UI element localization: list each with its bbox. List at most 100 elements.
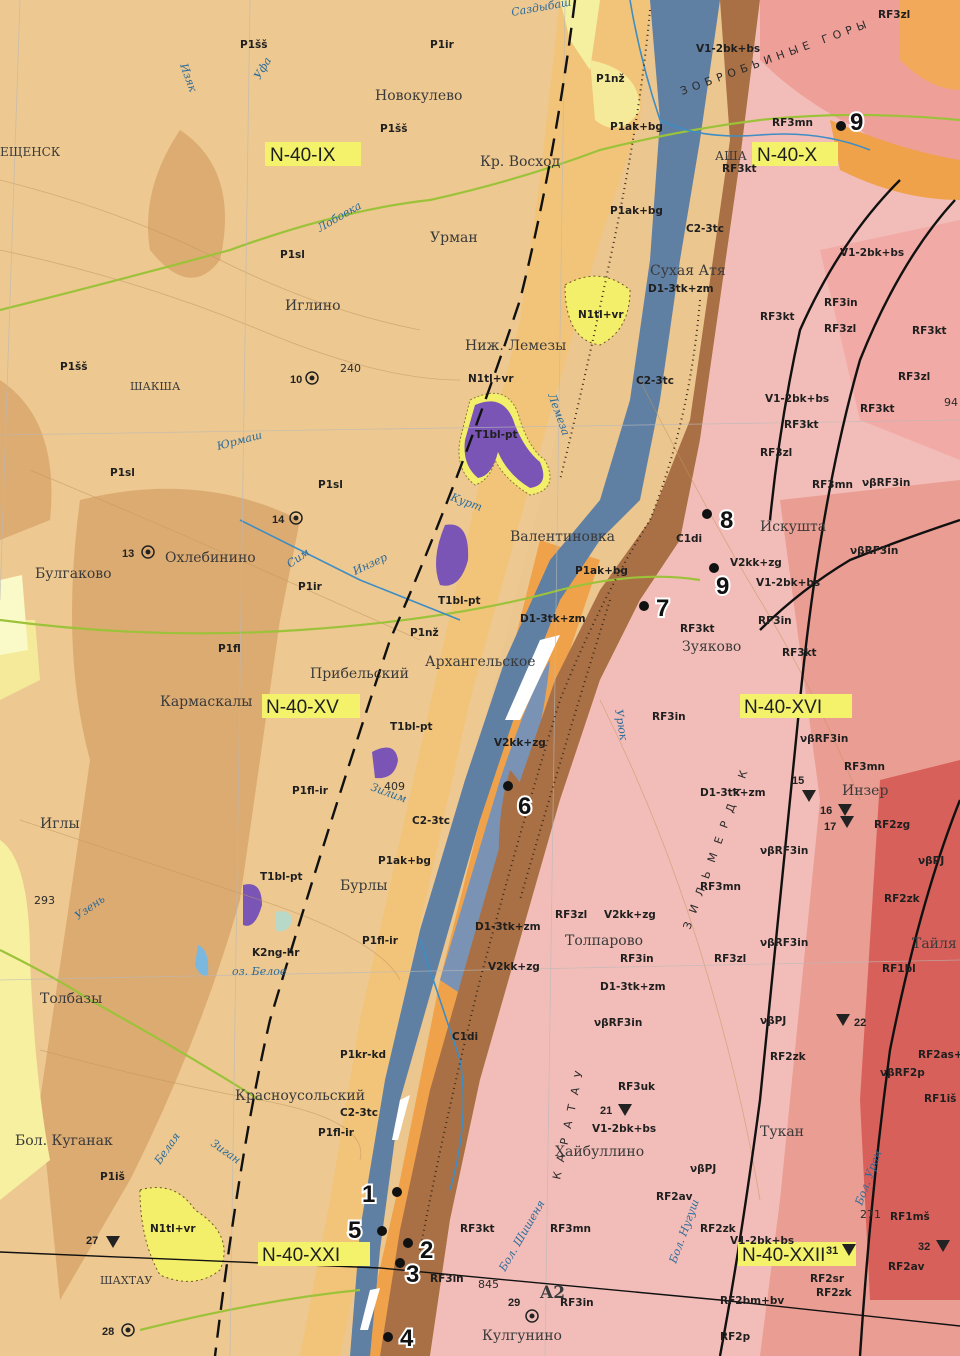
elevation-label: 845 (478, 1278, 499, 1291)
svg-text:4: 4 (400, 1325, 414, 1352)
settlement-label: Охлебинино (165, 550, 256, 566)
geo-label: N1tl+vr (578, 309, 624, 321)
geology-labels: P1šš P1ir P1šš P1sl P1šš P1sl P1sl P1ir … (60, 9, 960, 1343)
settlement-label: Бол. Куганак (15, 1133, 113, 1149)
geo-label: D1-3tk+zm (475, 921, 541, 933)
site-marker: 28 (102, 1323, 135, 1338)
settlement-label: Кулгунино (482, 1328, 562, 1344)
site-marker: 32 (918, 1240, 950, 1253)
geo-label: P1sl (280, 249, 305, 261)
svg-text:2: 2 (420, 1237, 433, 1264)
sample-point-6: 6 (503, 781, 533, 822)
geo-label: νβPJ (918, 855, 944, 867)
settlement-label: Искушта (760, 519, 826, 535)
settlement-label: Булгаково (35, 566, 112, 582)
site-marker: 13 (122, 545, 155, 560)
svg-text:21: 21 (600, 1105, 612, 1117)
geo-label: P1fl-ir (292, 785, 329, 797)
geo-label: P1nž (410, 627, 439, 639)
geo-label: νβRF3in (760, 937, 808, 949)
geo-label: P1sl (318, 479, 343, 491)
geo-label: RF3kt (680, 623, 715, 635)
geo-label: P1iš (100, 1171, 125, 1183)
geo-label: RF3zl (878, 9, 910, 21)
svg-text:8: 8 (720, 507, 733, 534)
geo-label: RF2av (888, 1261, 925, 1273)
geo-label: RF3zl (824, 323, 856, 335)
sample-point-7: 7 (639, 593, 671, 624)
svg-text:1: 1 (362, 1181, 375, 1208)
settlement-label: АША (715, 149, 747, 163)
geo-label: RF3kt (784, 419, 819, 431)
svg-text:22: 22 (854, 1017, 866, 1029)
geo-label: D1-3tk+zm (648, 283, 714, 295)
sheet-label: N-40-XXI (262, 1245, 340, 1266)
settlement-label: Кр. Восход (480, 154, 561, 170)
svg-text:15: 15 (792, 775, 804, 787)
geo-label: RF3zl (898, 371, 930, 383)
geo-label: RF3kt (760, 311, 795, 323)
geo-label: RF3kt (460, 1223, 495, 1235)
site-marker: 22 (836, 1014, 866, 1029)
sheet-label: N-40-XVI (744, 697, 822, 718)
geo-label: P1ak+bg (610, 121, 663, 133)
geo-label: RF2sr (810, 1273, 845, 1285)
geo-label: RF3uk (618, 1081, 656, 1093)
geo-label: RF1iš (924, 1093, 956, 1105)
geo-label: V2kk+zg (604, 909, 656, 921)
geo-label: RF2zg (874, 819, 910, 831)
grid-mark: A2 (539, 1283, 565, 1303)
elevation-label: 94 (944, 396, 958, 409)
sample-point-4: 4 (383, 1323, 416, 1354)
geo-label: RF3mn (550, 1223, 591, 1235)
geo-label: RF3zl (555, 909, 587, 921)
geo-label: P1šš (240, 39, 268, 51)
geo-label: RF2zk (884, 893, 921, 905)
geo-label: T1bl-pt (390, 721, 432, 733)
geo-label: RF3in (824, 297, 858, 309)
sample-points: 1 2 3 4 5 6 7 8 9 9 (346, 107, 865, 1354)
sample-point-1: 1 (360, 1179, 402, 1210)
geo-label: νβRF3in (760, 845, 808, 857)
mineral-sites: 10 13 14 27 28 29 15 16 17 21 22 31 32 (86, 371, 950, 1338)
geo-label: RF3kt (722, 163, 757, 175)
geo-label: RF1mš (890, 1211, 930, 1223)
settlement-label: Толпарово (565, 933, 643, 949)
geo-label: RF2zk (770, 1051, 807, 1063)
geo-label: νβRF3in (594, 1017, 642, 1029)
geo-label: RF3zl (714, 953, 746, 965)
elevation-labels: 240 409 293 845 94 271 (34, 362, 958, 1291)
geo-label: T1bl-pt (438, 595, 480, 607)
geo-label: P1ak+bg (575, 565, 628, 577)
sheet-label: N-40-XXII (742, 1245, 825, 1266)
elevation-label: 271 (860, 1208, 881, 1221)
site-marker: 21 (600, 1104, 632, 1117)
geo-label: RF2p (720, 1331, 751, 1343)
geo-label: RF3kt (912, 325, 947, 337)
sheet-label: N-40-X (757, 145, 818, 166)
settlement-label: ШАХТАУ (100, 1274, 152, 1287)
svg-text:32: 32 (918, 1241, 930, 1253)
svg-text:16: 16 (820, 805, 832, 817)
settlement-label: Архангельское (425, 654, 536, 670)
svg-text:31: 31 (826, 1245, 838, 1257)
geo-label: P1fl-ir (318, 1127, 355, 1139)
settlement-label: Тукан (760, 1124, 804, 1140)
elevation-label: 409 (384, 780, 405, 793)
geo-label: RF3mn (844, 761, 885, 773)
settlement-label: Иглино (285, 298, 341, 314)
geo-label: RF1bl (882, 963, 916, 975)
geo-label: RF2zk (700, 1223, 737, 1235)
geo-label: P1fl (218, 643, 241, 655)
settlement-labels: Новокулево Кр. Восход Урман Иглино ШАКША… (0, 88, 957, 1344)
geo-label: C1di (676, 533, 702, 545)
geo-label: RF3in (620, 953, 654, 965)
geo-label: νβRF2p (880, 1067, 925, 1079)
geo-label: N1tl+vr (468, 373, 514, 385)
geo-label: C2-3tc (686, 223, 724, 235)
sample-point-9-north: 9 (836, 107, 865, 138)
geo-label: νβRF3in (850, 545, 898, 557)
geo-label: P1šš (380, 123, 408, 135)
svg-text:14: 14 (272, 514, 285, 526)
geo-label: P1ir (298, 581, 323, 593)
